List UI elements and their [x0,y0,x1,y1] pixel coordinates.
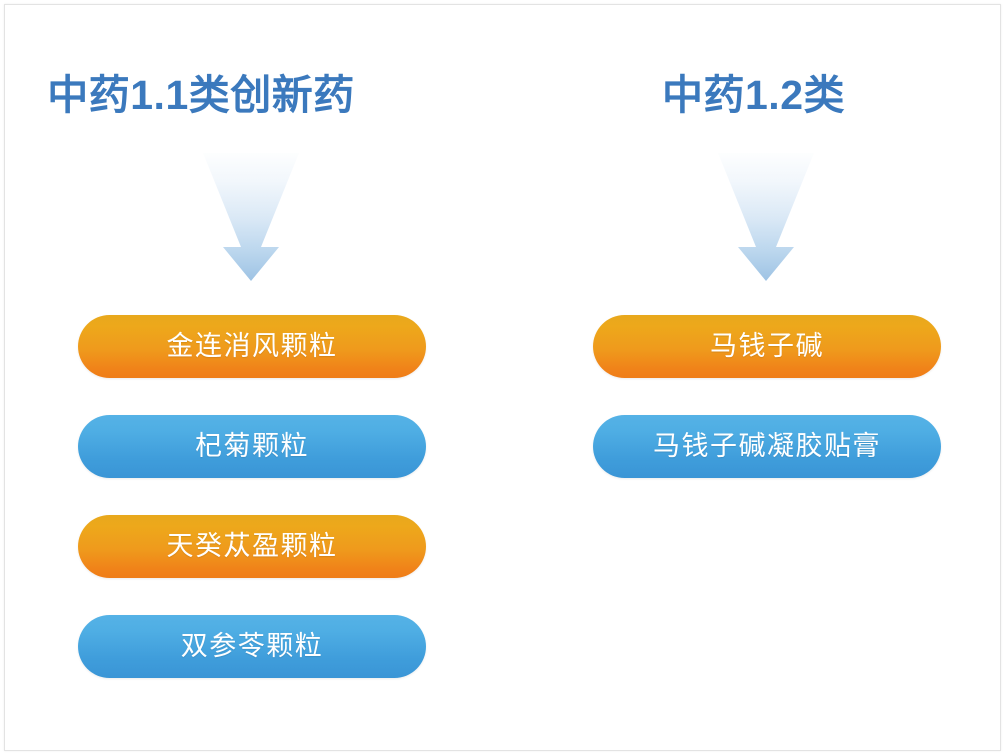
down-arrow-icon [201,151,301,283]
column-title-tcm-class-1-2: 中药1.2类 [662,72,845,118]
list-item-label: 金连消风颗粒 [166,331,338,361]
list-item-label: 马钱子碱凝胶贴膏 [653,431,881,461]
item-list-tcm-class-1-1: 金连消风颗粒 杞菊颗粒 天癸苁盈颗粒 双参苓颗粒 [78,315,426,678]
list-item[interactable]: 双参苓颗粒 [78,615,426,678]
list-item[interactable]: 天癸苁盈颗粒 [78,515,426,578]
item-list-tcm-class-1-2: 马钱子碱 马钱子碱凝胶贴膏 [593,315,941,478]
list-item-label: 马钱子碱 [710,331,824,361]
down-arrow-icon [716,151,816,283]
list-item-label: 双参苓颗粒 [180,631,324,661]
diagram-canvas: 中药1.1类创新药 [5,5,1000,750]
slide-frame: 中药1.1类创新药 [4,4,1001,751]
list-item[interactable]: 马钱子碱 [593,315,941,378]
column-title-tcm-class-1-1: 中药1.1类创新药 [47,72,355,118]
list-item[interactable]: 马钱子碱凝胶贴膏 [593,415,941,478]
list-item-label: 杞菊颗粒 [195,431,309,461]
list-item[interactable]: 杞菊颗粒 [78,415,426,478]
category-column-tcm-class-1-2: 中药1.2类 [505,5,1000,750]
list-item-label: 天癸苁盈颗粒 [166,531,338,561]
category-column-tcm-class-1-1: 中药1.1类创新药 [5,5,505,750]
list-item[interactable]: 金连消风颗粒 [78,315,426,378]
